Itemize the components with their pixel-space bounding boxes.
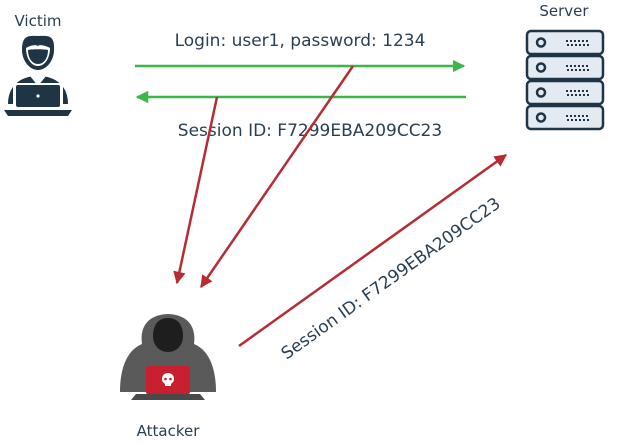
session-id-label: Session ID: F7299EBA209CC23	[178, 121, 442, 141]
hacker-icon	[120, 314, 216, 400]
server-unit	[525, 79, 605, 106]
intercept-login-arrow	[199, 65, 355, 289]
user-icon	[4, 35, 72, 116]
server-icon	[525, 29, 605, 131]
login-label: Login: user1, password: 1234	[175, 31, 426, 51]
hijack-session-label: Session ID: F7299EBA209CC23	[278, 194, 505, 364]
server-unit	[525, 54, 605, 81]
victim-label: Victim	[14, 12, 61, 30]
server-label: Server	[539, 2, 589, 20]
hijack-session-arrow	[238, 153, 508, 348]
server-unit	[525, 104, 605, 131]
server-unit	[525, 29, 605, 56]
intercept-session-arrow	[173, 96, 219, 285]
attacker-label: Attacker	[137, 422, 201, 440]
